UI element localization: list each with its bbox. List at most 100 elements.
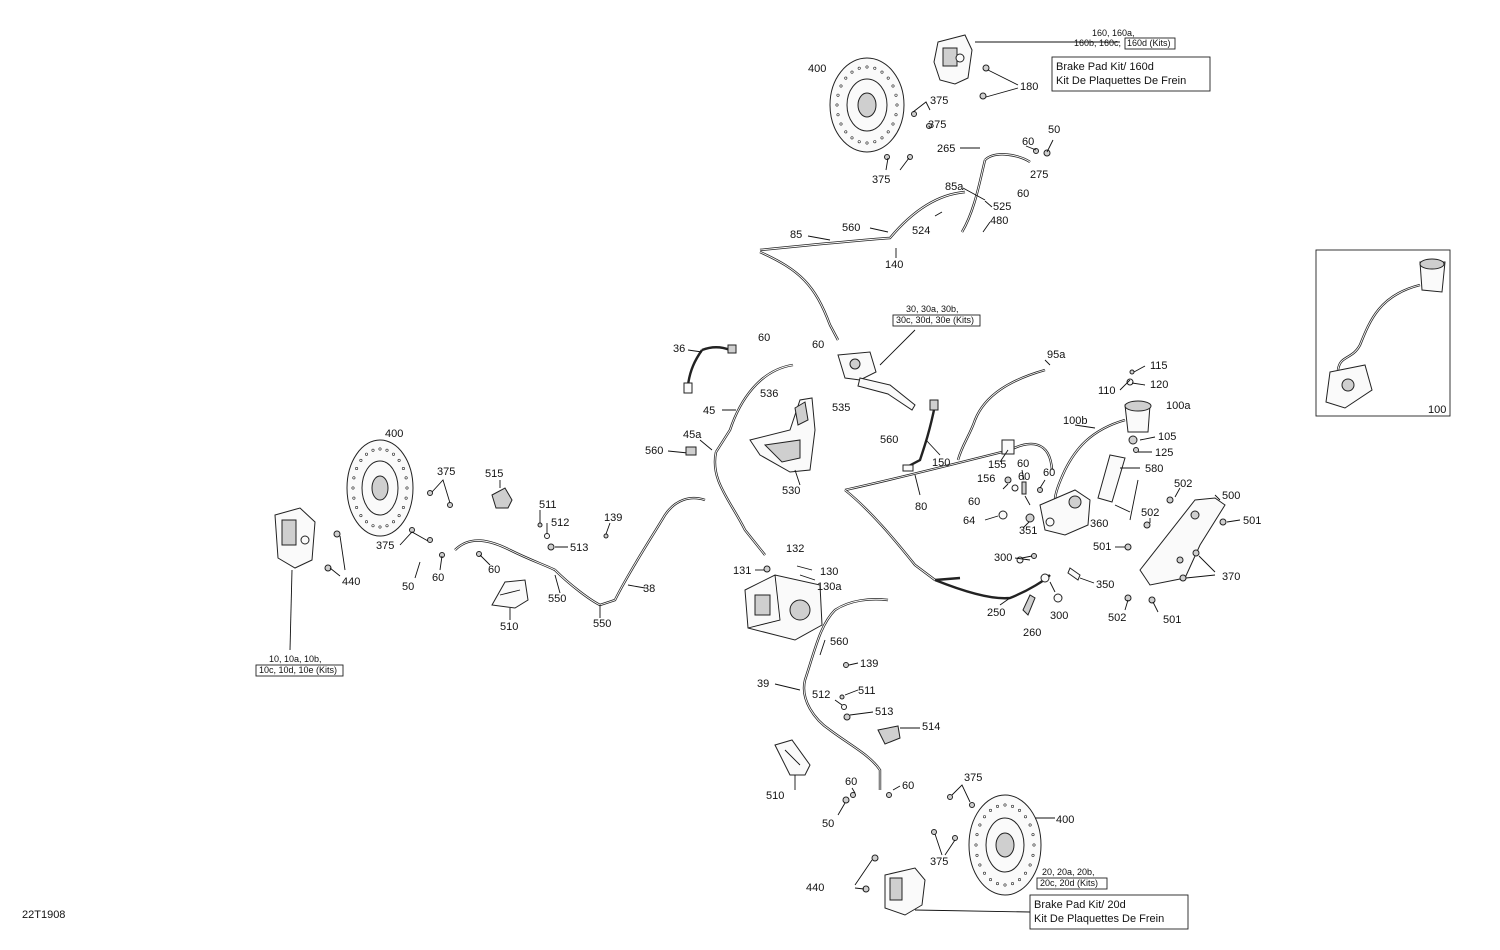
part-number-label: 150 [932, 457, 950, 469]
disc-hole [401, 466, 405, 470]
disc-hole [873, 66, 877, 70]
disc-hole [982, 871, 986, 875]
clip-514 [877, 725, 901, 745]
kit-30-line1: 30, 30a, 30b, [906, 304, 959, 314]
hose-580 [1097, 454, 1126, 503]
part-number-label: 375 [930, 95, 948, 107]
disc-hole [850, 70, 854, 74]
part-number-label: 350 [1096, 579, 1114, 591]
part-number-label: 80 [915, 501, 927, 513]
disc-hole [975, 833, 979, 837]
part-number-label: 550 [593, 618, 611, 630]
disc-hole [401, 505, 405, 509]
part-number-label: 155 [988, 459, 1006, 471]
disc-hole [355, 505, 359, 509]
part-number-label: 510 [766, 790, 784, 802]
part-number-label: 139 [604, 512, 622, 524]
disc-hole [385, 448, 389, 452]
part-number-labels: 400375180375265605027537585a605255244808… [342, 63, 1446, 894]
disc-hole [982, 815, 986, 819]
part-number-label: 360 [1090, 518, 1108, 530]
disc-hole [894, 113, 898, 117]
part-number-label: 60 [1017, 458, 1029, 470]
part-number-label: 50 [1048, 124, 1060, 136]
abs-module-130 [744, 574, 823, 641]
pedal-bracket-500 [1139, 497, 1226, 586]
disc-hole [1010, 804, 1014, 808]
spring-260 [1022, 594, 1036, 616]
part-number-label: 560 [645, 445, 663, 457]
brake-line-38 [599, 496, 706, 607]
disc-hole [1017, 808, 1021, 812]
sensor-36 [683, 344, 737, 394]
brake-pad-kit-160d-line1: Brake Pad Kit/ 160d [1056, 61, 1154, 73]
kit-160-line2: 160b, 160c, [1074, 38, 1121, 48]
handlebar-master-cylinder [837, 351, 916, 411]
left-caliper [274, 507, 316, 569]
part-number-label: 500 [1222, 490, 1240, 502]
part-number-label: 440 [342, 576, 360, 588]
disc-hole [1031, 833, 1035, 837]
part-number-label: 85a [945, 181, 964, 193]
sensor-150 [902, 399, 939, 472]
part-number-label: 502 [1108, 612, 1126, 624]
part-number-label: 375 [872, 174, 890, 186]
part-number-label: 60 [432, 572, 444, 584]
disc-hole [978, 823, 982, 827]
disc-hole [1032, 843, 1036, 847]
kit-160-line1: 160, 160a, [1092, 28, 1135, 38]
part-number-label: 275 [1030, 169, 1048, 181]
part-number-label: 260 [1023, 627, 1041, 639]
part-number-label: 85 [790, 229, 802, 241]
part-number-label: 60 [758, 332, 770, 344]
disc-hole [857, 66, 861, 70]
disc-hole [836, 93, 840, 97]
part-number-label: 560 [880, 434, 898, 446]
part-number-label: 510 [500, 621, 518, 633]
part-number-label: 60 [1017, 188, 1029, 200]
part-number-label: 502 [1174, 478, 1192, 490]
disc-hole [371, 448, 375, 452]
disc-hole [1010, 882, 1014, 886]
part-number-label: 400 [385, 428, 403, 440]
kit-box-10: 10, 10a, 10b, 10c, 10d, 10e (Kits) [255, 654, 344, 677]
reservoir-100a [1124, 400, 1152, 433]
spring-350 [1067, 567, 1081, 581]
part-number-label: 50 [822, 818, 834, 830]
disc-hole [894, 93, 898, 97]
disc-hole [895, 103, 899, 107]
part-number-label: 60 [845, 776, 857, 788]
disc-hole [352, 496, 356, 500]
disc-hole [975, 853, 979, 857]
part-number-label: 140 [885, 259, 903, 271]
disc-hole [1003, 803, 1007, 807]
part-number-label: 120 [1150, 379, 1168, 391]
brake-pad-kit-20d-line2: Kit De Plaquettes De Frein [1034, 913, 1164, 925]
part-number-label: 480 [990, 215, 1008, 227]
disc-hole [378, 525, 382, 529]
part-number-label: 535 [832, 402, 850, 414]
disc-hole [1024, 815, 1028, 819]
disc-hole [364, 452, 368, 456]
part-number-label: 60 [968, 496, 980, 508]
part-number-label: 36 [673, 343, 685, 355]
brake-pad-kit-box-160d: Brake Pad Kit/ 160d Kit De Plaquettes De… [1051, 56, 1211, 92]
disc-hole [995, 882, 999, 886]
part-number-label: 100a [1166, 400, 1191, 412]
disc-hole [865, 65, 869, 69]
part-number-label: 131 [733, 565, 751, 577]
disc-hole [364, 520, 368, 524]
disc-hole [351, 486, 355, 490]
kit-160-boxed: 160d (Kits) [1127, 38, 1171, 48]
part-number-label: 400 [808, 63, 826, 75]
part-number-label: 375 [930, 856, 948, 868]
part-number-label: 300 [994, 552, 1012, 564]
disc-hole [886, 130, 890, 134]
part-number-label: 525 [993, 201, 1011, 213]
disc-hole [995, 804, 999, 808]
disc-hole [880, 70, 884, 74]
rear-brake-disc [968, 794, 1042, 896]
part-number-label: 501 [1093, 541, 1111, 553]
part-number-label: 515 [485, 468, 503, 480]
